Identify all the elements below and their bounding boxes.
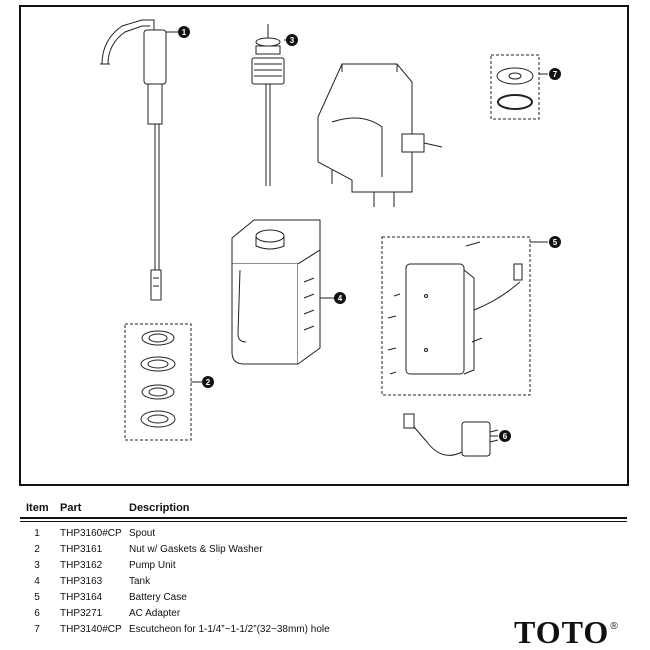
callout-6: 6 xyxy=(499,430,511,442)
exploded-parts-diagram: 1 3 7 2 4 5 6 xyxy=(19,5,629,486)
row-description: AC Adapter xyxy=(129,608,181,619)
row-part: THP3140#CP xyxy=(60,624,122,635)
header-rule-thin xyxy=(20,521,627,522)
row-item: 6 xyxy=(34,608,40,619)
logo-text: TOTO xyxy=(514,614,610,650)
spout-part xyxy=(100,19,167,301)
callout-7: 7 xyxy=(549,68,561,80)
row-item: 7 xyxy=(34,624,40,635)
row-item: 3 xyxy=(34,560,40,571)
row-item: 2 xyxy=(34,544,40,555)
header-rule xyxy=(20,517,627,519)
row-part: THP3271 xyxy=(60,608,103,619)
table-row: 4 THP3163 Tank xyxy=(20,574,630,590)
header-description: Description xyxy=(129,502,190,514)
row-description: Tank xyxy=(129,576,151,587)
callout-1: 1 xyxy=(178,26,190,38)
toto-logo: TOTO® xyxy=(514,616,619,648)
battery-case-part xyxy=(381,236,531,396)
row-part: THP3164 xyxy=(60,592,103,603)
callout-5-label: 5 xyxy=(553,238,558,247)
table-row: 7 THP3140#CP Escutcheon for 1-1/4”~1-1/2… xyxy=(20,622,630,638)
callout-3: 3 xyxy=(286,34,298,46)
pump-unit-part xyxy=(251,24,285,186)
header-item: Item xyxy=(26,502,49,514)
holder-bracket-part xyxy=(317,63,443,207)
escutcheon-part xyxy=(490,54,540,120)
callout-1-label: 1 xyxy=(182,28,187,37)
callout-4-label: 4 xyxy=(338,294,343,303)
callout-4: 4 xyxy=(334,292,346,304)
table-row: 6 THP3271 AC Adapter xyxy=(20,606,630,622)
ac-adapter-part xyxy=(403,413,499,457)
parts-table-header: Item Part Description xyxy=(20,500,630,516)
table-row: 2 THP3161 Nut w/ Gaskets & Slip Washer xyxy=(20,542,630,558)
row-part: THP3162 xyxy=(60,560,103,571)
row-description: Nut w/ Gaskets & Slip Washer xyxy=(129,544,263,555)
table-row: 5 THP3164 Battery Case xyxy=(20,590,630,606)
callout-2: 2 xyxy=(202,376,214,388)
registered-mark: ® xyxy=(610,621,619,633)
row-part: THP3160#CP xyxy=(60,528,122,539)
callout-6-label: 6 xyxy=(503,432,508,441)
nut-gasket-part xyxy=(124,323,192,441)
callout-7-label: 7 xyxy=(553,70,558,79)
header-part: Part xyxy=(60,502,82,514)
row-description: Battery Case xyxy=(129,592,187,603)
callout-2-label: 2 xyxy=(206,378,211,387)
row-description: Escutcheon for 1-1/4”~1-1/2”(32~38mm) ho… xyxy=(129,624,330,635)
parts-illustration: 1 3 7 2 4 5 6 xyxy=(100,19,561,457)
parts-table-body: 1 THP3160#CP Spout 2 THP3161 Nut w/ Gask… xyxy=(20,526,630,638)
row-description: Pump Unit xyxy=(129,560,176,571)
callout-5: 5 xyxy=(549,236,561,248)
callout-3-label: 3 xyxy=(290,36,295,45)
row-part: THP3163 xyxy=(60,576,103,587)
row-item: 5 xyxy=(34,592,40,603)
row-item: 1 xyxy=(34,528,40,539)
parts-table: Item Part Description 1 THP3160#CP Spout… xyxy=(20,500,630,635)
table-row: 1 THP3160#CP Spout xyxy=(20,526,630,542)
table-row: 3 THP3162 Pump Unit xyxy=(20,558,630,574)
row-part: THP3161 xyxy=(60,544,103,555)
tank-part xyxy=(231,219,321,365)
row-item: 4 xyxy=(34,576,40,587)
row-description: Spout xyxy=(129,528,156,539)
